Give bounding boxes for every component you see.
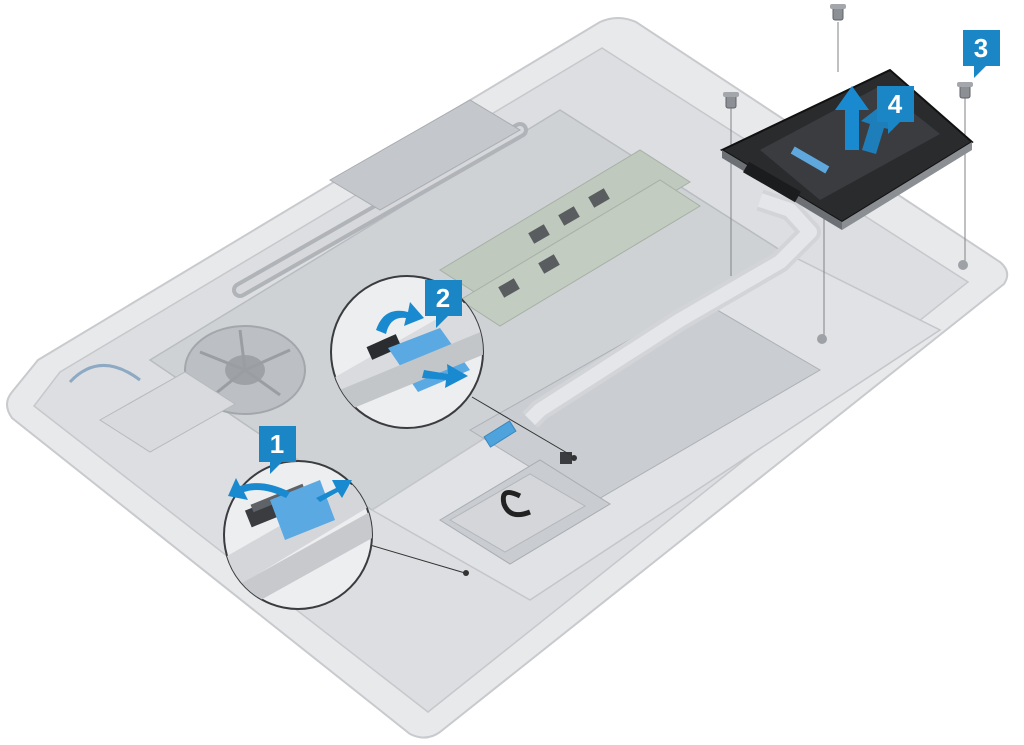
screw [723, 92, 739, 276]
rotate-latch-arrow [228, 478, 290, 500]
pull-cable-arrow [422, 364, 468, 388]
pull-cable-arrow [316, 480, 352, 502]
step-badge-4: 4 [877, 86, 914, 134]
step-badge-3: 3 [963, 30, 1000, 78]
step-label-1: 1 [270, 429, 284, 459]
step-badge-2: 2 [425, 280, 462, 328]
callout-1-connector-detail [223, 460, 469, 610]
rotate-latch-arrow [376, 302, 424, 334]
step-badge-1: 1 [259, 426, 296, 474]
screw [830, 4, 846, 72]
step-label-2: 2 [436, 283, 450, 313]
screw [957, 82, 973, 262]
wlan-card [68, 364, 236, 453]
step-label-4: 4 [888, 89, 903, 119]
step-label-3: 3 [974, 33, 988, 63]
smartcard-ribbon-cable [483, 189, 821, 464]
touchpad-black-cable [500, 489, 531, 518]
